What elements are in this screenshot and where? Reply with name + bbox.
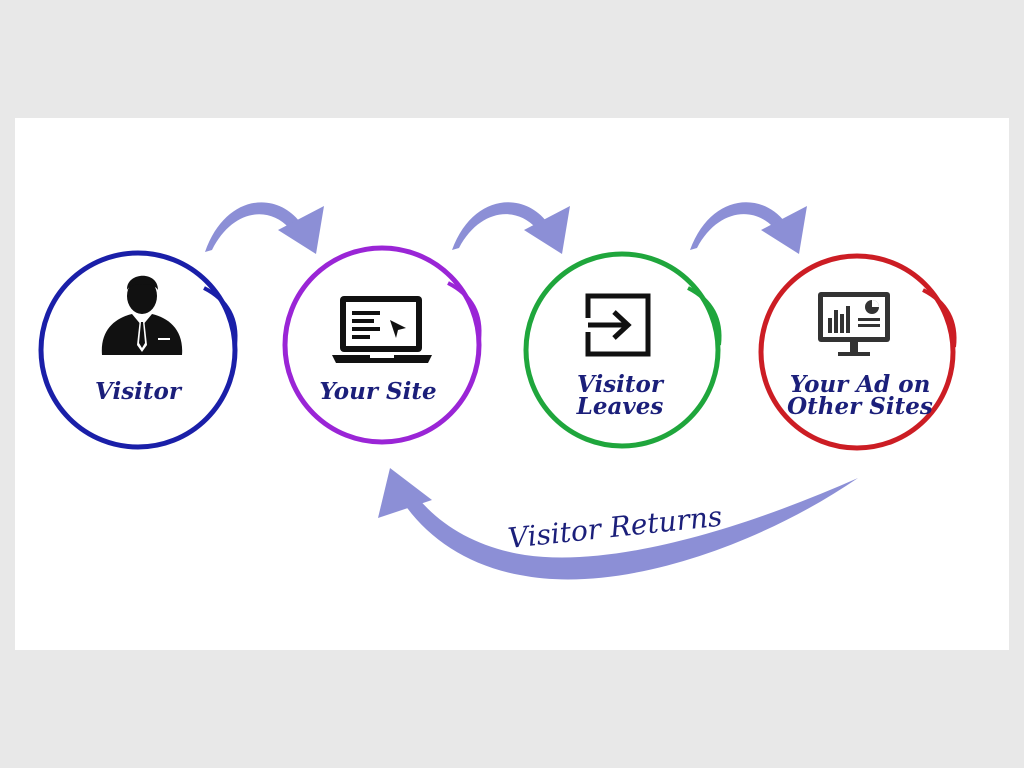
your-ad-circle [758, 253, 957, 451]
node-label-your-ad: Your Ad on Other Sites [770, 371, 950, 420]
node-circles [38, 245, 957, 451]
return-arrow [378, 468, 858, 580]
node-label-line: Leaves [576, 393, 664, 420]
node-label-line: Your Site [319, 378, 437, 405]
node-label-line: Visitor [95, 378, 181, 405]
arrow-site-to-leaves [452, 202, 570, 254]
forward-arrows [205, 202, 807, 254]
node-label-visitor-leaves: Visitor Leaves [530, 371, 710, 420]
person-icon [101, 275, 183, 355]
monitor-chart-icon [818, 292, 890, 356]
node-label-line: Your Ad on [789, 371, 931, 398]
visitor-leaves-circle [523, 251, 722, 449]
node-label-your-site: Your Site [288, 378, 468, 405]
your-site-circle [282, 245, 482, 445]
visitor-circle [38, 250, 238, 450]
node-label-line: Visitor [577, 371, 663, 398]
node-label-line: Other Sites [787, 393, 933, 420]
laptop-icon [332, 296, 432, 363]
exit-icon [585, 293, 651, 357]
node-label-visitor: Visitor [48, 378, 228, 405]
arrow-visitor-to-site [205, 202, 324, 254]
arrow-leaves-to-ad [690, 202, 807, 254]
